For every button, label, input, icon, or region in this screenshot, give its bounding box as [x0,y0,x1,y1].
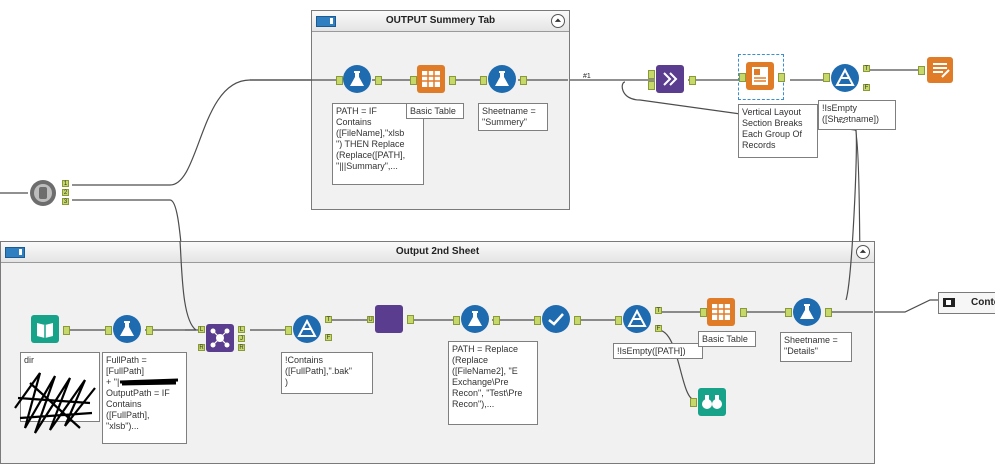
filter-input-anchor[interactable] [285,326,292,335]
annotation-sheetname-details: Sheetname = "Details" [780,332,852,362]
layout-tool[interactable] [745,61,775,91]
container-title: OUTPUT Summery Tab [385,15,496,26]
basic-table-input-anchor[interactable] [410,76,417,85]
container-header[interactable]: Output 2nd Sheet ⏶ [1,242,874,263]
filter-true-anchor[interactable]: T [325,316,332,323]
basic-table-output-anchor[interactable] [740,308,747,317]
dynamic-rename-output-anchor[interactable] [689,76,696,85]
join-j-output-anchor[interactable]: J [238,335,245,342]
formula-input-anchor[interactable] [480,76,487,85]
union-tool[interactable] [28,178,58,208]
container-icon [316,16,336,27]
container-header[interactable]: OUTPUT Summery Tab ⏶ [312,11,569,32]
join-r-output-anchor[interactable]: R [238,344,245,351]
layout-output-anchor[interactable] [778,73,785,82]
filter-tool-bak[interactable] [292,314,322,344]
formula-output-anchor[interactable] [146,326,153,335]
formula-tool-details[interactable] [792,297,822,327]
annotation-sheetname-summary: Sheetname = "Summery" [478,103,548,131]
filter-true-anchor[interactable]: T [863,65,870,72]
filter-false-anchor[interactable]: F [863,84,870,91]
redaction-scribble-2 [119,378,179,386]
dynamic-rename-input-anchor-2[interactable] [648,81,655,90]
join-tool[interactable] [205,323,235,353]
container-icon-inner [946,300,951,305]
basic-table-output-anchor[interactable] [449,76,456,85]
select-output-anchor[interactable] [574,316,581,325]
annotation-isempty-path: !IsEmpty([PATH]) [613,343,703,359]
annotation-basic-table: Basic Table [406,103,464,119]
formula-tool[interactable] [342,64,372,94]
browse-tool[interactable] [697,387,727,417]
union-anchor-2[interactable]: 2 [62,189,69,196]
formula-output-anchor[interactable] [825,308,832,317]
formula-input-anchor[interactable] [105,326,112,335]
redaction-scribble [14,372,96,434]
basic-table-input-anchor[interactable] [700,308,707,317]
purple-tool-input-anchor[interactable]: U [367,316,374,323]
annotation-isempty-sheetname: !IsEmpty ([Sheetname]) [818,100,896,130]
container-title: Output 2nd Sheet [395,246,480,257]
container-icon [5,247,25,258]
annotation-fullpath: FullPath = [FullPath] + "| OutputPath = … [102,352,187,444]
filter-tool[interactable] [830,63,860,93]
purple-square-tool[interactable] [374,304,404,334]
purple-tool-output-anchor[interactable] [407,315,414,324]
select-tool[interactable] [541,304,571,334]
directory-tool[interactable] [30,314,60,344]
basic-table-tool[interactable] [416,64,446,94]
wire-output [870,299,940,313]
formula-input-anchor[interactable] [785,308,792,317]
filter-true-anchor[interactable]: T [655,307,662,314]
render-input-anchor[interactable] [918,66,925,75]
directory-output-anchor[interactable] [63,326,70,335]
formula-output-anchor[interactable] [493,316,500,325]
formula-output-anchor[interactable] [375,76,382,85]
basic-table-tool-details[interactable] [706,297,736,327]
browse-input-anchor[interactable] [690,398,697,407]
filter-false-anchor[interactable]: F [325,334,332,341]
collapse-button[interactable]: ⏶ [551,14,565,28]
union-anchor-3[interactable]: 3 [62,198,69,205]
collapse-button[interactable]: ⏶ [856,245,870,259]
formula-tool-fullpath[interactable] [112,314,142,344]
connection-label-2: #2 [838,118,846,125]
annotation-contains-bak: !Contains ([FullPath],".bak" ) [281,352,373,394]
select-input-anchor[interactable] [534,316,541,325]
join-left-anchor[interactable]: L [198,326,205,333]
collapsed-container-title: Conte [971,297,995,308]
formula-input-anchor[interactable] [336,76,343,85]
formula-tool-path-replace[interactable] [460,304,490,334]
join-l-output-anchor[interactable]: L [238,326,245,333]
dynamic-rename-input-anchor[interactable] [648,70,655,79]
formula-output-anchor[interactable] [520,76,527,85]
filter-false-anchor[interactable]: F [655,325,662,332]
formula-input-anchor[interactable] [453,316,460,325]
wire-union-to-summary [72,79,340,186]
filter-input-anchor[interactable] [615,316,622,325]
annotation-path-replace: PATH = Replace (Replace ([FileName2], "E… [448,341,538,425]
render-tool[interactable] [925,55,955,85]
join-right-anchor[interactable]: R [198,344,205,351]
layout-input-anchor[interactable] [739,73,746,82]
dynamic-rename-tool[interactable] [655,64,685,94]
union-anchor-1[interactable]: 1 [62,180,69,187]
filter-tool-isempty-path[interactable] [622,304,652,334]
annotation-basic-table-details: Basic Table [698,331,756,347]
annotation-vertical-layout: Vertical Layout Section Breaks Each Grou… [738,104,818,158]
formula-tool-sheetname[interactable] [487,64,517,94]
connection-label-1: #1 [583,73,591,80]
filter-input-anchor[interactable] [823,73,830,82]
collapsed-container[interactable]: Conte [938,292,995,314]
